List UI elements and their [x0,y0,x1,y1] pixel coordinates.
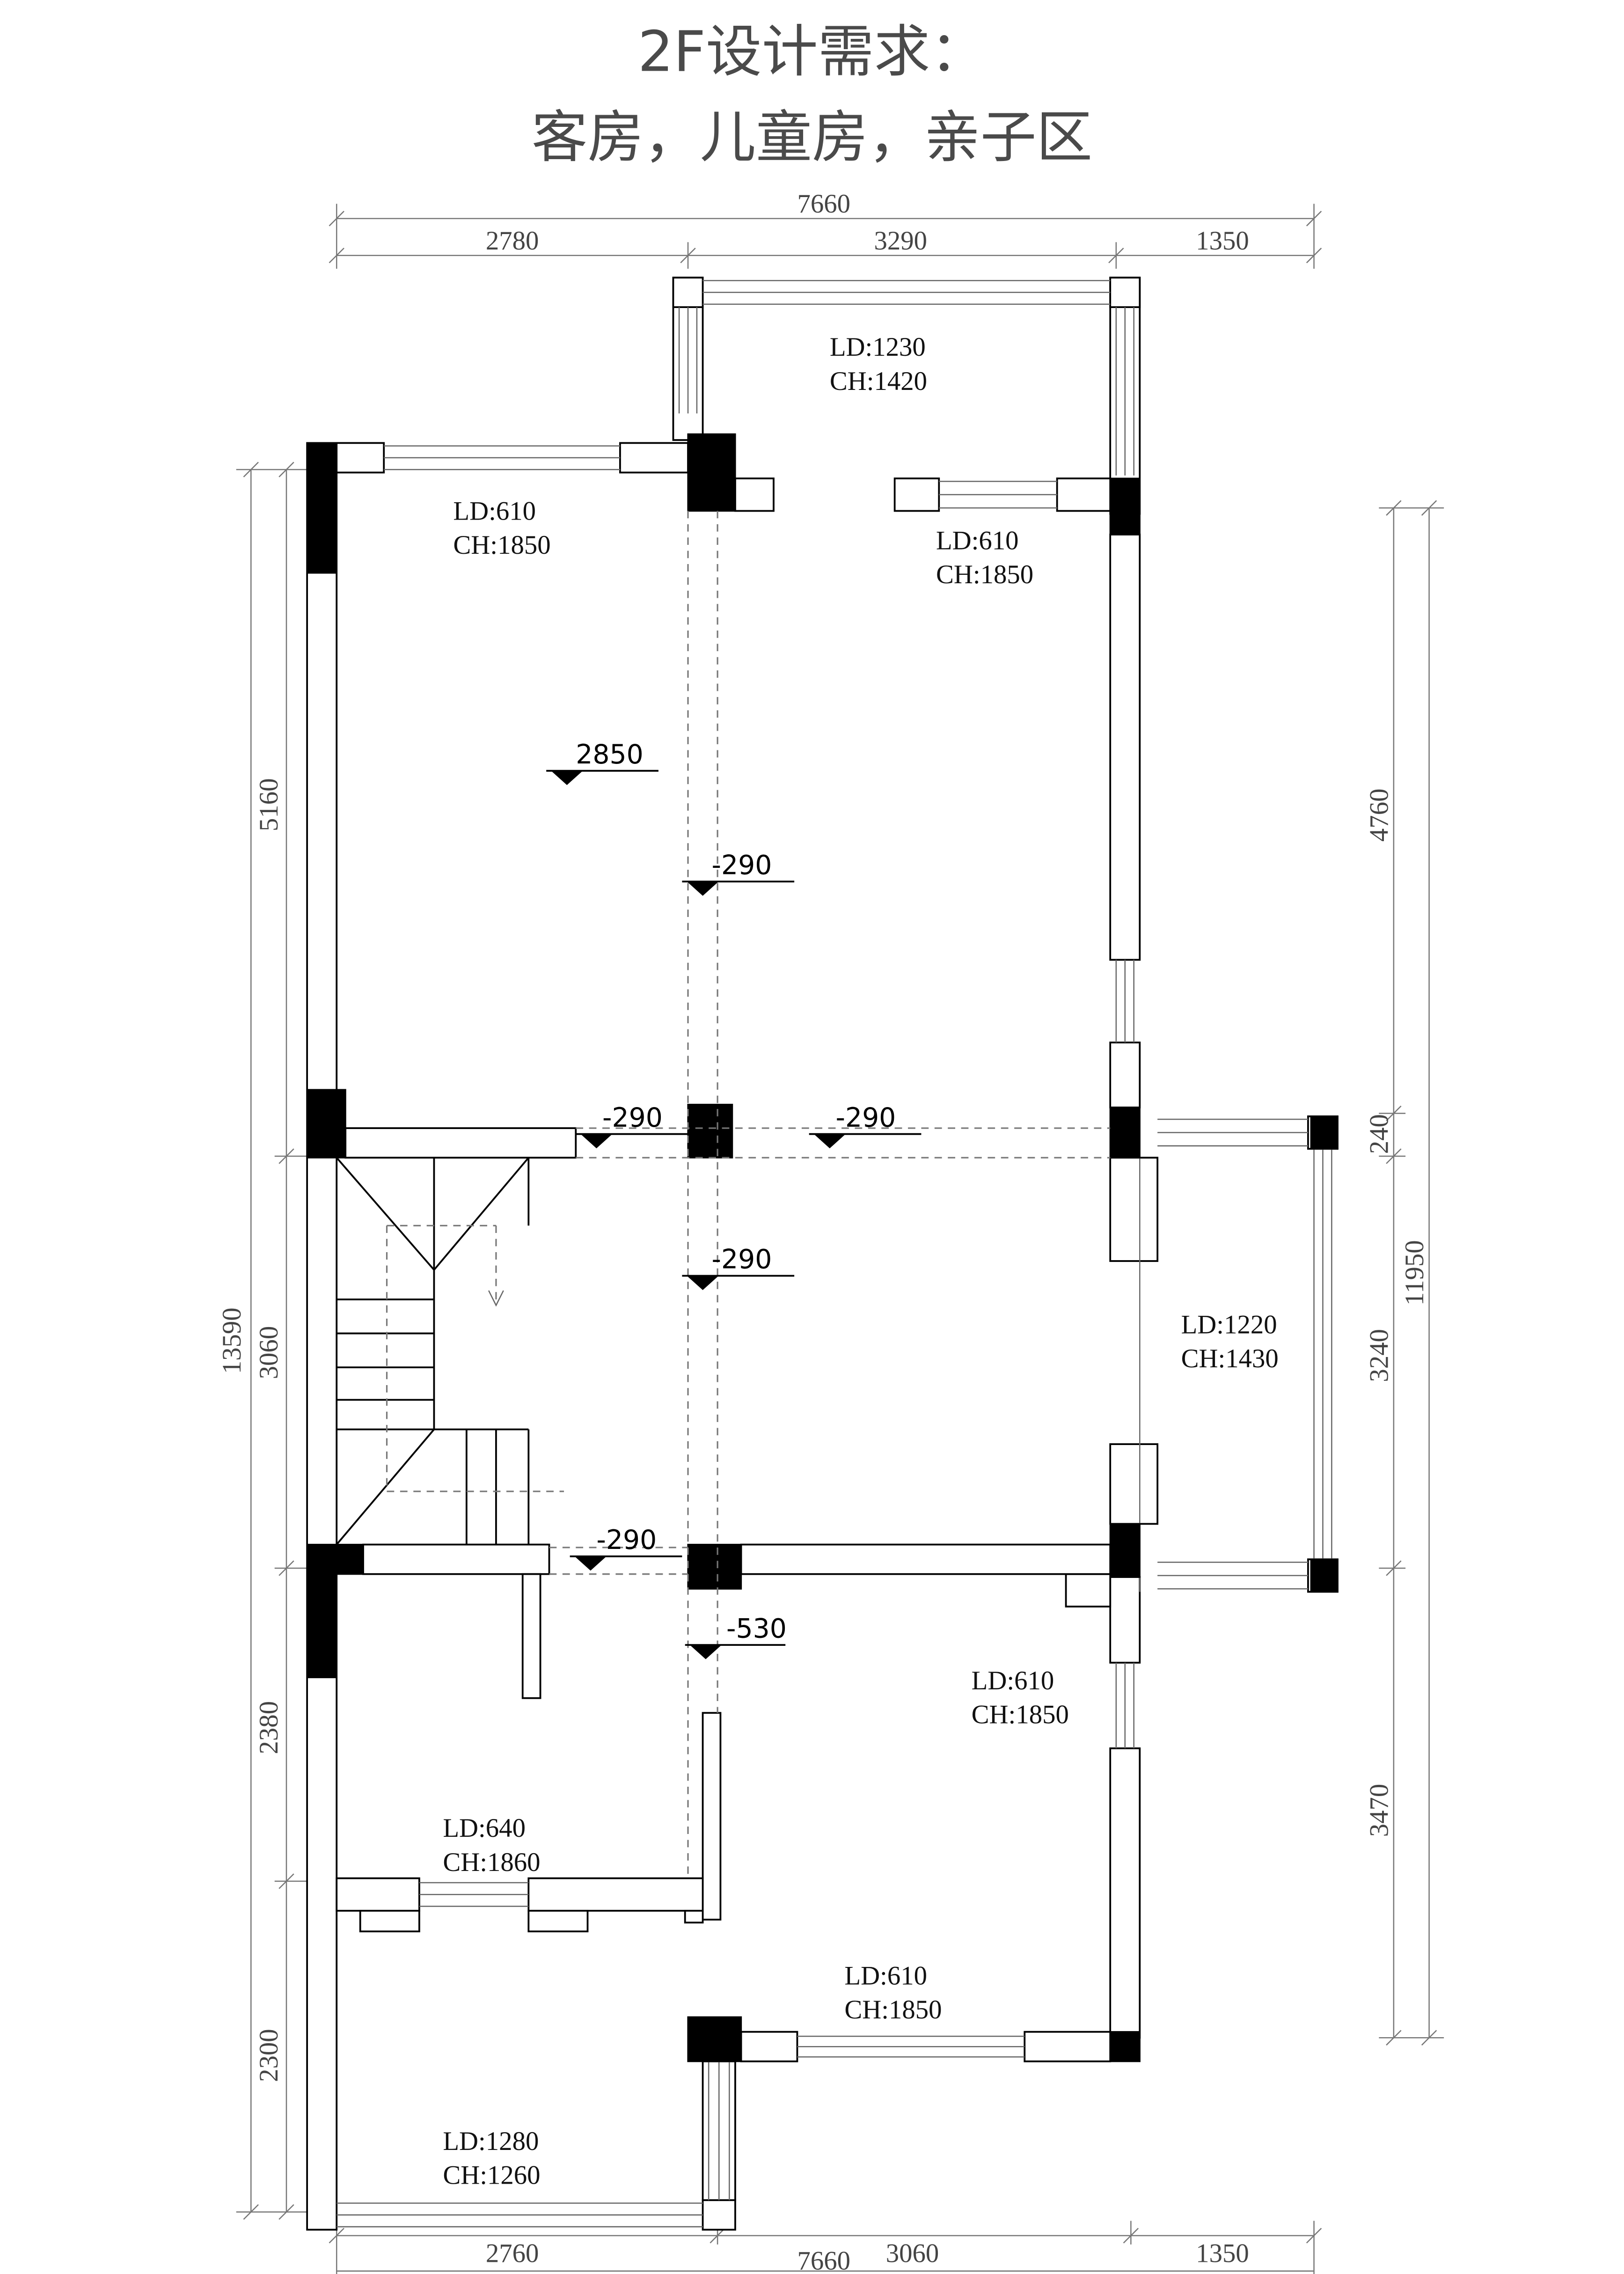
bottom-dim-seg-1: 2760 [486,2239,539,2268]
level-mark-value: -290 [711,1244,772,1275]
level-mark-value: -530 [726,1613,787,1644]
plan-title-line2: 客房，儿童房，亲子区 [532,105,1093,170]
window-label-ld: LD:610 [453,496,536,526]
level-mark: -290 [576,1102,688,1149]
level-mark: 2850 [546,739,658,785]
level-mark: -530 [685,1613,787,1659]
beam-dashed-lines [549,511,1111,1878]
window-label-ld: LD:1280 [443,2127,539,2156]
right-dimension-lines [1379,500,1444,2046]
level-mark-value: 2850 [576,739,643,770]
level-triangle-icon [574,1555,607,1571]
window-label-ch: CH:1420 [830,367,927,396]
bottom-dimension-lines [329,2221,1322,2274]
right-dim-seg-3: 3240 [1364,1329,1394,1382]
structural-columns [306,433,1339,2062]
top-dimension-lines [329,204,1322,269]
level-mark: -290 [570,1525,682,1571]
level-mark: -290 [809,1102,922,1149]
window-label: LD:640 CH:1860 [443,1813,540,1877]
level-triangle-icon [550,770,584,785]
level-triangle-icon [579,1133,614,1149]
window-label: LD:1230 CH:1420 [830,332,927,396]
left-dim-seg-2: 3060 [254,1326,284,1379]
level-triangle-icon [686,1275,720,1291]
window-label: LD:610 CH:1850 [972,1666,1069,1730]
window-label: LD:610 CH:1850 [844,1961,942,2025]
window-frames [337,280,1332,2228]
level-mark-value: -290 [602,1102,663,1133]
window-label-ld: LD:1220 [1181,1310,1277,1340]
bottom-dim-seg-3: 1350 [1196,2239,1249,2268]
window-label: LD:1280 CH:1260 [443,2127,540,2190]
window-label-ch: CH:1260 [443,2161,540,2190]
right-dim-seg-1: 4760 [1364,789,1394,842]
window-label: LD:610 CH:1850 [453,496,550,560]
left-dim-seg-1: 5160 [254,778,284,831]
window-label-ch: CH:1430 [1181,1344,1279,1373]
level-mark-value: -290 [711,850,772,880]
level-mark: -290 [682,1244,795,1291]
window-label-ld: LD:640 [443,1813,526,1843]
window-label-ld: LD:610 [936,526,1019,555]
window-label-ch: CH:1860 [443,1848,540,1877]
right-dim-seg-4: 3470 [1364,1784,1394,1837]
window-label-ch: CH:1850 [453,530,550,560]
window-label-ld: LD:610 [972,1666,1054,1695]
top-dim-seg-3: 1350 [1196,226,1249,256]
window-label: LD:1220 CH:1430 [1181,1310,1279,1374]
left-dimension-lines [236,462,307,2220]
right-dim-seg-2: 240 [1364,1114,1394,1154]
top-dim-seg-2: 3290 [874,226,928,256]
window-label-ld: LD:610 [844,1961,927,1991]
level-triangle-icon [689,1644,723,1659]
top-dim-total: 7660 [797,189,850,219]
plan-title-line1: 2F设计需求： [638,19,986,84]
level-mark: -290 [682,850,795,896]
left-dim-seg-3: 2380 [254,1701,284,1754]
level-triangle-icon [686,880,720,896]
window-label-ch: CH:1850 [844,1995,942,2025]
staircase [336,1157,564,1545]
bottom-dim-seg-2: 3060 [886,2239,939,2268]
level-mark-value: -290 [835,1102,896,1133]
right-dim-total: 11950 [1400,1240,1429,1306]
left-dim-total: 13590 [217,1307,247,1374]
window-label-ld: LD:1230 [830,332,926,362]
level-mark-value: -290 [596,1525,657,1555]
top-dim-seg-1: 2780 [486,226,539,256]
window-label-ch: CH:1850 [936,560,1033,589]
level-triangle-icon [813,1133,847,1149]
walls [306,277,1339,2231]
bottom-dim-total: 7660 [797,2246,850,2274]
left-dim-seg-4: 2300 [254,2029,284,2082]
window-label: LD:610 CH:1850 [936,526,1033,589]
window-label-ch: CH:1850 [972,1700,1069,1729]
